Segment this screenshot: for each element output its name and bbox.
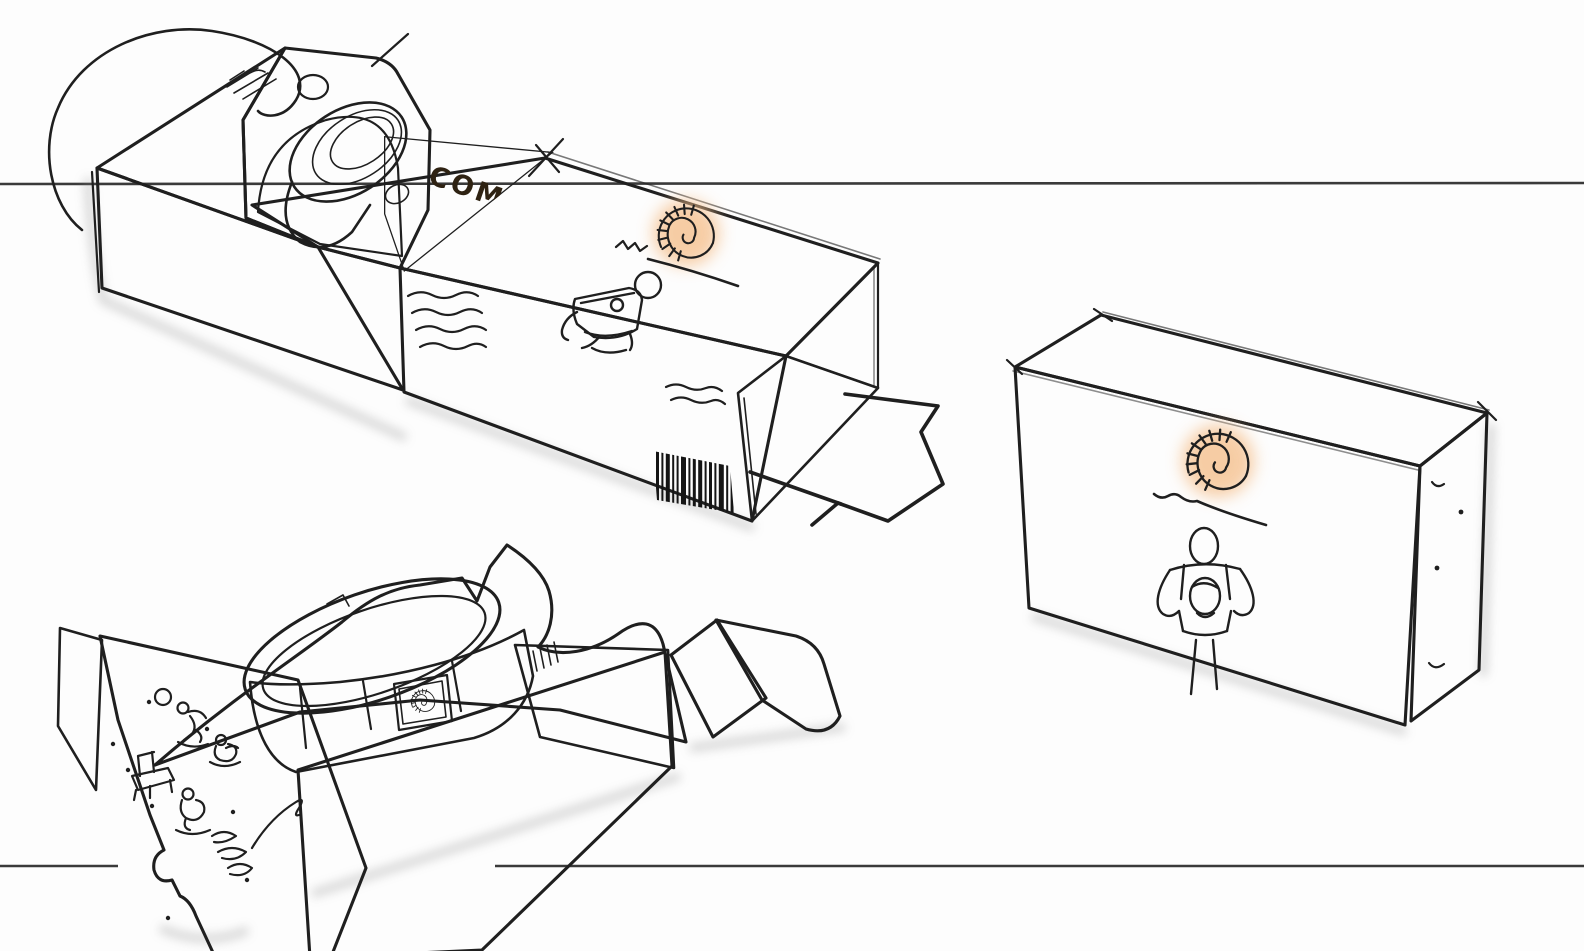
closed-box-sketch	[1005, 307, 1498, 727]
doodle-flap	[98, 634, 368, 951]
doodle-dots	[110, 699, 250, 921]
sketch-overshoot	[1005, 307, 1498, 422]
side-panel-marks	[1427, 480, 1464, 669]
wave-lines-left	[406, 291, 488, 351]
front-wall	[296, 650, 674, 951]
case-hatch-marks	[532, 641, 559, 672]
rolled-product-in-sleeve	[284, 101, 408, 249]
sleeve-opening-arch	[256, 115, 404, 258]
side-notch	[384, 183, 410, 205]
case-label-border	[398, 680, 447, 725]
table-line-top	[0, 181, 1584, 186]
drawer-opening	[736, 354, 880, 523]
handwritten-scribble	[226, 67, 277, 100]
horizon-lines	[0, 181, 1584, 868]
wave-lines-right	[664, 383, 727, 406]
product-case	[242, 577, 559, 774]
thumb-notch	[296, 73, 330, 101]
sketch-circle-stroke	[47, 28, 302, 232]
inner-wall	[513, 643, 676, 770]
person-with-backpack-icon	[560, 270, 663, 354]
slide-out-arrow-icon	[748, 392, 945, 527]
person-with-carrier-icon	[1156, 526, 1255, 696]
ball-doodle	[153, 687, 173, 707]
left-flap-wing	[56, 626, 104, 792]
corner-overshoot	[370, 32, 410, 68]
crawling-figure-doodle	[176, 701, 210, 748]
logo-halo	[1182, 425, 1254, 497]
back-flap	[153, 543, 688, 767]
zigzag-mark	[614, 239, 649, 253]
case-rim-inner	[261, 594, 487, 708]
flap-doodles	[110, 687, 303, 921]
ground-line	[646, 257, 740, 288]
right-flap-inner	[669, 618, 768, 739]
sleeve-left-edge	[90, 170, 101, 294]
right-flap-outer	[714, 618, 842, 733]
chair-doodle	[130, 750, 176, 802]
closed-box-front-face	[1013, 365, 1422, 727]
case-front	[248, 628, 535, 774]
closed-box-side-panel	[1409, 411, 1489, 723]
open-box-sketch	[56, 543, 842, 951]
slider-box-sketch: COME	[47, 28, 881, 523]
ground-line	[1152, 492, 1268, 527]
sitting-figure-doodle-2	[174, 787, 212, 836]
case-rim	[242, 577, 502, 715]
sleeve-front-face	[95, 166, 405, 392]
scribble-text-doodle	[210, 798, 303, 877]
case-seams	[298, 659, 463, 750]
sitting-figure-doodle	[208, 733, 242, 768]
